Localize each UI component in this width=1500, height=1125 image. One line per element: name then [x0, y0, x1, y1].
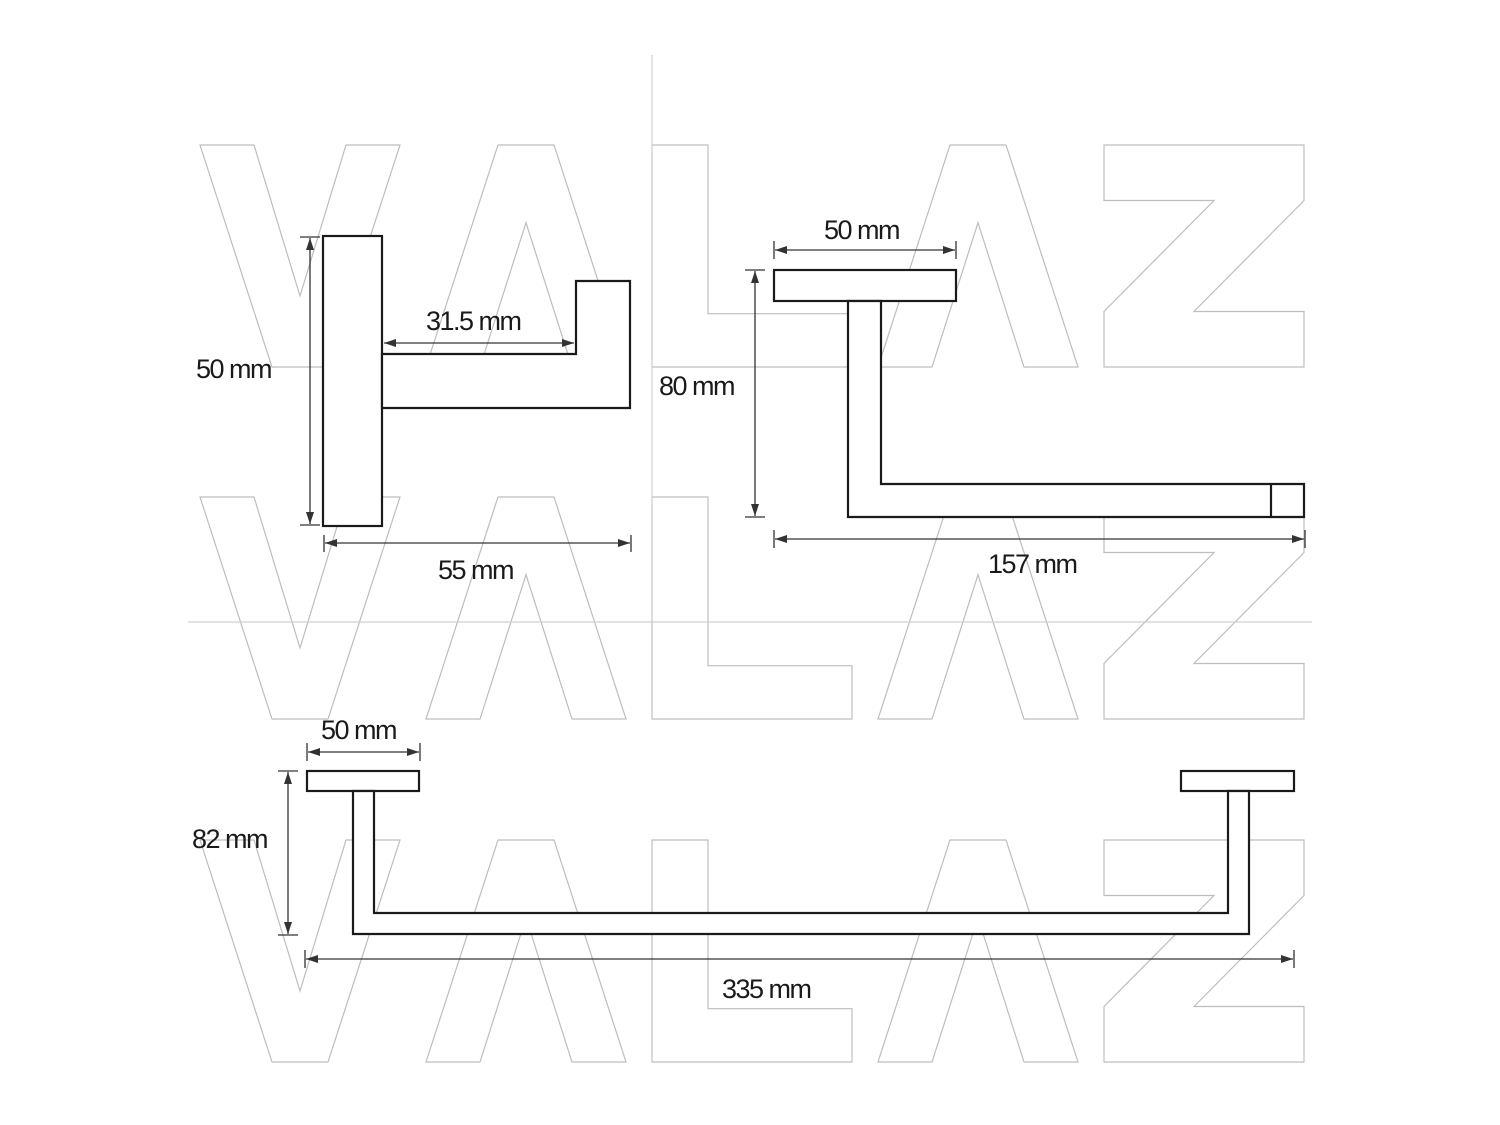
watermark-letter-a	[877, 496, 1079, 720]
arrowhead	[306, 512, 314, 524]
watermark-letter-a	[425, 496, 627, 720]
arrowhead	[775, 246, 787, 254]
holder-wall-plate	[772, 268, 958, 303]
watermark-letter-z	[1103, 496, 1305, 720]
watermark-letter-a	[877, 144, 1079, 368]
arrowhead	[562, 339, 574, 347]
watermark-letter-z	[1103, 144, 1305, 368]
watermark-letter-l	[651, 496, 853, 720]
arrowhead	[775, 535, 787, 543]
arrowhead	[284, 922, 292, 934]
arrowhead	[751, 504, 759, 516]
arrowhead	[325, 539, 337, 547]
bar-right-wall-plate	[1179, 769, 1296, 793]
arrowhead	[1292, 535, 1304, 543]
holder-arm	[846, 299, 1306, 519]
hook-wall-plate	[321, 234, 384, 528]
arrowhead	[751, 271, 759, 283]
watermark-letter-v	[199, 496, 401, 720]
watermark-letter-v	[199, 144, 401, 368]
bar-left-wall-plate	[305, 769, 421, 793]
hook-arm-label: 31.5 mm	[426, 306, 521, 336]
holder-height-label: 80 mm	[659, 371, 734, 401]
arrowhead	[1281, 955, 1293, 963]
watermark-letter-l	[651, 144, 853, 368]
arrowhead	[308, 748, 320, 756]
hook-width-label: 55 mm	[438, 555, 513, 585]
paper-holder-view: 50 mm 80 mm 157 mm	[659, 215, 1306, 579]
hook-arm	[380, 279, 632, 410]
bar-length-label: 335 mm	[722, 974, 811, 1004]
arrowhead	[943, 246, 955, 254]
towel-bar	[351, 789, 1251, 936]
arrowhead	[284, 772, 292, 784]
bar-height-label: 82 mm	[192, 824, 267, 854]
hook-view: 50 mm 31.5 mm 55 mm	[196, 234, 632, 585]
arrowhead	[306, 238, 314, 250]
bar-plate-label: 50 mm	[321, 715, 396, 745]
arrowhead	[306, 955, 318, 963]
arrowhead	[384, 339, 396, 347]
watermark-letter-a	[877, 839, 1079, 1063]
hook-height-label: 50 mm	[196, 354, 271, 384]
watermark-letter-z	[1103, 839, 1305, 1063]
arrowhead	[407, 748, 419, 756]
arrowhead	[618, 539, 630, 547]
watermark-letter-l	[651, 839, 853, 1063]
holder-plate-label: 50 mm	[824, 215, 899, 245]
holder-length-label: 157 mm	[988, 549, 1077, 579]
watermark-letter-a	[425, 839, 627, 1063]
towel-bar-view: 50 mm 82 mm 335 mm	[192, 715, 1296, 1004]
